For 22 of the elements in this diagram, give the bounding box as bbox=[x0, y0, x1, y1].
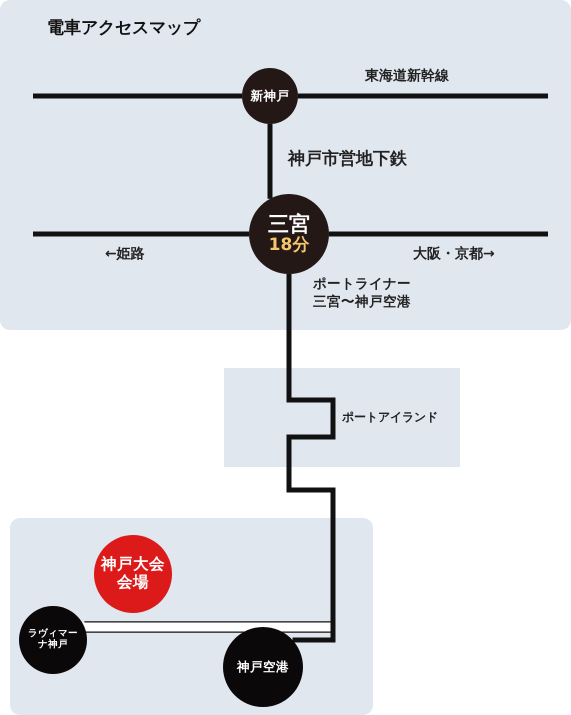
station-name: 神戸空港 bbox=[237, 660, 289, 674]
line-label: 大阪・京都→ bbox=[413, 245, 495, 264]
station-name: 新神戸 bbox=[250, 88, 290, 104]
map-title: 電車アクセスマップ bbox=[47, 17, 200, 39]
station-name: ポートアイランド bbox=[342, 410, 438, 424]
rail-line bbox=[286, 467, 336, 642]
station-name: 三宮 bbox=[268, 212, 310, 236]
rail-line bbox=[298, 94, 548, 98]
line-label: 東海道新幹線 bbox=[365, 67, 449, 86]
line-label: 神戸市営地下鉄 bbox=[288, 148, 407, 171]
rail-line bbox=[329, 232, 548, 236]
rail-line bbox=[33, 232, 249, 236]
line-label: ←姫路 bbox=[105, 245, 145, 264]
area-panel bbox=[224, 368, 460, 467]
station-name: ラヴィマーナ神戸 bbox=[26, 629, 79, 651]
line-label: ポートライナー三宮〜神戸空港 bbox=[313, 275, 412, 312]
rail-line bbox=[286, 274, 292, 368]
travel-time: 18分 bbox=[268, 236, 310, 256]
rail-line bbox=[33, 94, 242, 98]
rail-line bbox=[268, 124, 272, 199]
station-name: 神戸大会会場 bbox=[100, 556, 166, 592]
rail-line bbox=[82, 622, 330, 632]
